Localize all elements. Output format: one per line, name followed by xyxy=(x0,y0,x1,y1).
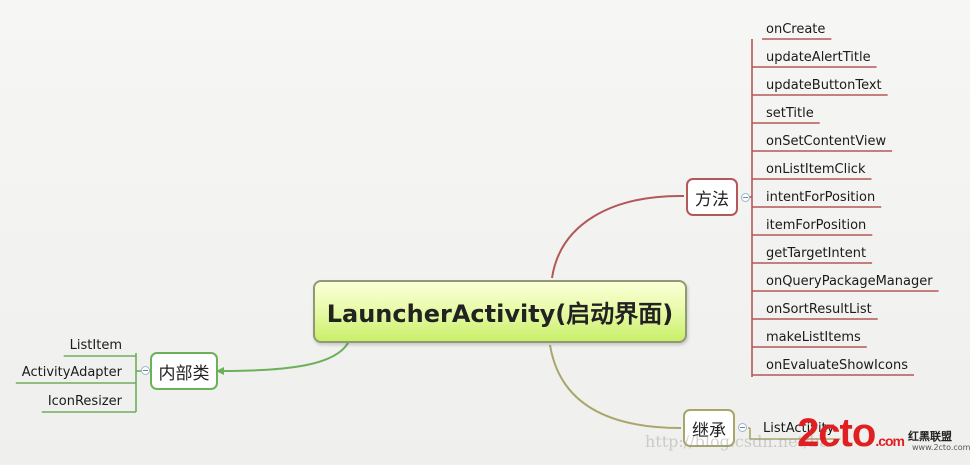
method-leaf-2[interactable]: updateAlertTitle xyxy=(766,50,871,65)
branch-methods[interactable]: 方法 xyxy=(686,178,738,216)
inner-leaf-lines xyxy=(15,353,141,413)
connector-arrow-inner xyxy=(216,367,224,375)
method-leaf-4[interactable]: setTitle xyxy=(766,106,814,121)
method-leaf-1[interactable]: onCreate xyxy=(766,22,826,37)
inherit-leaf-lines xyxy=(748,427,841,440)
method-leaf-13[interactable]: onEvaluateShowIcons xyxy=(766,358,909,373)
method-leaf-10[interactable]: onQueryPackageManager xyxy=(766,274,933,289)
branch-inherits-label: 继承 xyxy=(692,420,726,441)
method-leaf-12[interactable]: makeListItems xyxy=(766,330,861,345)
connector-central-inherits xyxy=(549,344,682,429)
site-logo-suffix: .com xyxy=(875,433,905,449)
method-leaf-8[interactable]: itemForPosition xyxy=(766,218,867,233)
site-logo: 2cto.com xyxy=(797,411,905,461)
central-topic[interactable]: LauncherActivity(启动界面) xyxy=(313,280,687,343)
method-leaf-9[interactable]: getTargetIntent xyxy=(766,246,867,261)
inner-class-leaf-2[interactable]: ActivityAdapter xyxy=(21,365,122,380)
method-leaf-11[interactable]: onSortResultList xyxy=(766,302,872,317)
branch-inner-classes[interactable]: 内部类 xyxy=(150,352,218,390)
branch-inherits[interactable]: 继承 xyxy=(683,409,735,447)
inherit-leaf-1[interactable]: ListActivity xyxy=(763,421,835,436)
method-leaf-7[interactable]: intentForPosition xyxy=(766,190,876,205)
watermark-url: http://blog.csdn.net/ba xyxy=(645,432,830,451)
collapse-inner-classes-icon[interactable] xyxy=(141,366,150,375)
connector-central-inner xyxy=(219,342,349,372)
connector-central-methods xyxy=(551,194,685,279)
branch-inner-classes-label: 内部类 xyxy=(158,363,210,384)
branch-methods-label: 方法 xyxy=(695,189,729,210)
site-sub: www.2cto.com xyxy=(912,443,970,452)
collapse-methods-icon[interactable] xyxy=(741,193,750,202)
method-leaf-lines xyxy=(748,38,939,377)
central-topic-label: LauncherActivity(启动界面) xyxy=(326,300,674,328)
collapse-inherits-icon[interactable] xyxy=(738,423,747,432)
inner-class-leaf-1[interactable]: ListItem xyxy=(69,338,122,353)
method-leaf-3[interactable]: updateButtonText xyxy=(766,78,882,93)
method-leaf-6[interactable]: onListItemClick xyxy=(766,162,866,177)
site-name: 红黑联盟 xyxy=(908,430,952,443)
inner-class-leaf-3[interactable]: IconResizer xyxy=(47,394,122,409)
site-logo-text: 2cto xyxy=(797,411,876,455)
method-leaf-5[interactable]: onSetContentView xyxy=(766,134,887,149)
